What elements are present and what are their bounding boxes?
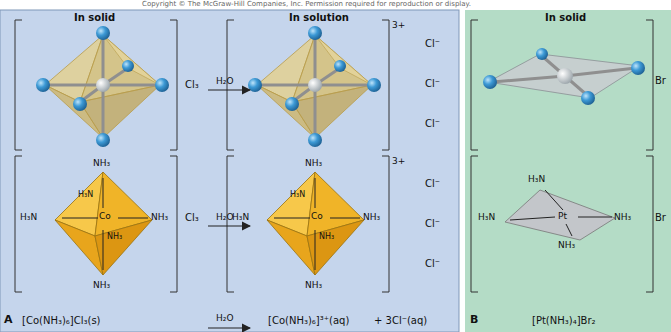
formula-label: NH₃	[93, 158, 110, 168]
heading-label: In solid	[545, 12, 586, 24]
formula-label: NH₃	[363, 212, 380, 222]
formula-label: 3+	[392, 20, 405, 30]
heading-label: In solution	[289, 12, 349, 24]
formula-label: Br	[655, 212, 666, 224]
formula-label: Cl⁻	[425, 178, 440, 190]
formula-label: Br	[655, 75, 666, 87]
formula-label: Cl⁻	[425, 118, 440, 130]
formula-label: H₃N	[232, 212, 249, 222]
formula-label: NH₃	[151, 212, 168, 222]
formula-label: Pt	[558, 211, 567, 221]
formula-label: [Co(NH₃)₆]Cl₃(s)	[22, 315, 101, 327]
formula-label: NH₃	[305, 280, 322, 290]
formula-label: [Pt(NH₃)₄]Br₂	[532, 315, 596, 327]
formula-label: NH₃	[319, 232, 334, 241]
pt-complex-model	[483, 48, 645, 105]
co-complex-model	[248, 26, 381, 147]
co-complex-model	[36, 26, 169, 147]
co-octahedron	[267, 172, 364, 275]
formula-label: H₃N	[290, 190, 305, 199]
formula-label: 3+	[392, 156, 405, 166]
formula-label: + 3Cl⁻(aq)	[374, 315, 427, 327]
heading-label: In solid	[74, 12, 115, 24]
panel-b	[465, 10, 671, 332]
heading-label: B	[470, 314, 478, 327]
formula-label: H₃N	[478, 212, 495, 222]
pt-square-plane	[505, 190, 615, 240]
bracket	[15, 20, 653, 292]
formula-label: Co	[311, 211, 323, 221]
formula-label: Cl⁻	[425, 218, 440, 230]
formula-label: Cl⁻	[425, 38, 440, 50]
reaction-arrow	[208, 90, 250, 328]
formula-label: H₃N	[20, 212, 37, 222]
formula-label: H₂O	[216, 313, 233, 323]
heading-label: A	[4, 314, 13, 327]
formula-label: NH₃	[107, 232, 122, 241]
formula-label: NH₃	[93, 280, 110, 290]
formula-label: NH₃	[305, 158, 322, 168]
formula-label: Cl⁻	[425, 78, 440, 90]
co-octahedron	[55, 172, 152, 275]
formula-label: H₂O	[216, 212, 233, 222]
formula-label: NH₃	[614, 212, 631, 222]
formula-label: Cl₃	[185, 79, 199, 91]
copyright-note: Copyright © The McGraw-Hill Companies, I…	[142, 0, 471, 8]
formula-label: H₃N	[528, 174, 545, 184]
formula-label: Cl⁻	[425, 258, 440, 270]
formula-label: H₃N	[78, 190, 93, 199]
formula-label: H₂O	[216, 76, 233, 86]
panel-a	[0, 10, 459, 332]
formula-label: [Co(NH₃)₆]³⁺(aq)	[268, 315, 349, 327]
formula-label: Co	[99, 211, 111, 221]
formula-label: NH₃	[558, 240, 575, 250]
formula-label: Cl₃	[185, 212, 199, 224]
